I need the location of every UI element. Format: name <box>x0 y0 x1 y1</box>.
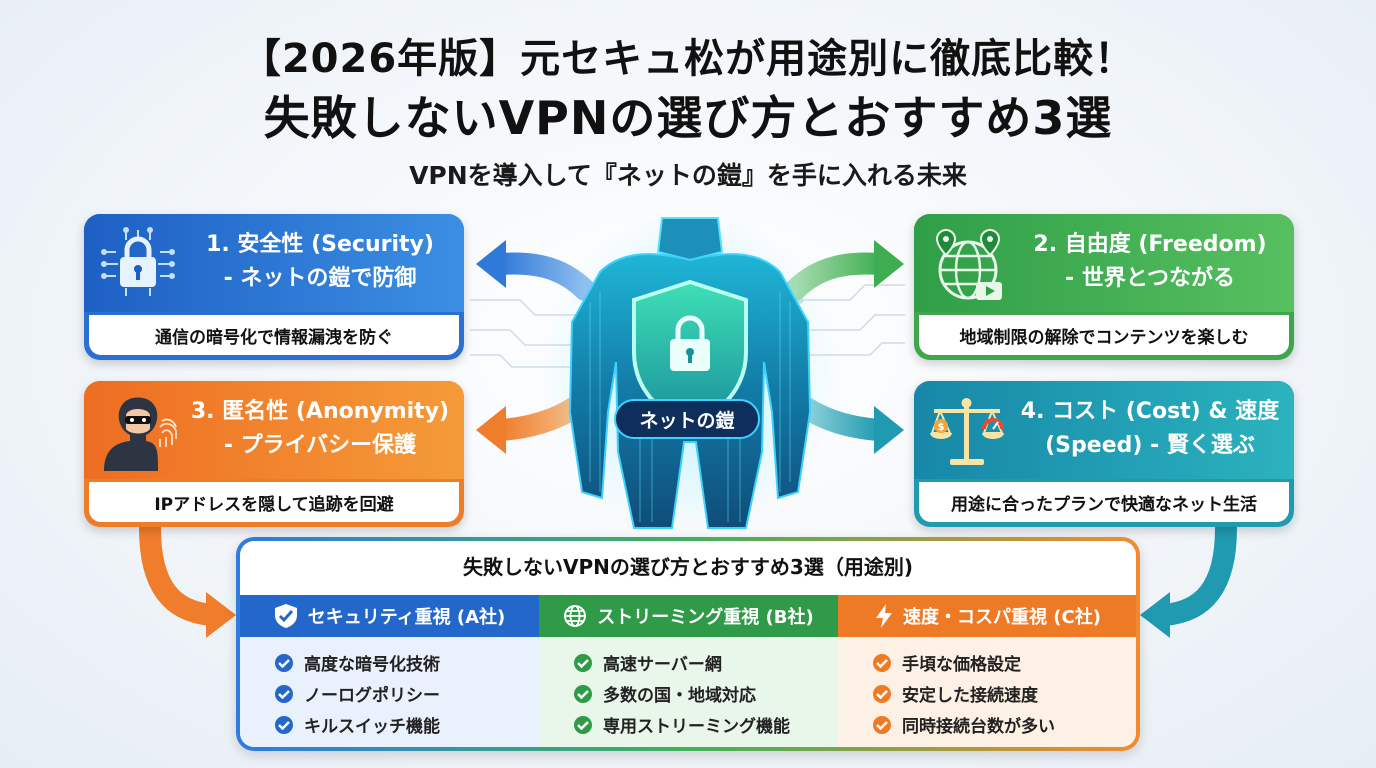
feature-text: 専用ストリーミング機能 <box>603 717 790 737</box>
hooded-hacker-icon <box>104 397 177 471</box>
check-circle-icon <box>275 715 293 734</box>
card-anonymity-subtitle: - プライバシー保護 <box>223 433 417 458</box>
card-freedom-header: 2. 自由度 (Freedom) - 世界とつながる <box>914 214 1294 312</box>
card-anonymity-header: 3. 匿名性 (Anonymity) - プライバシー保護 <box>84 381 464 479</box>
arrow-left-to-panel <box>139 517 223 626</box>
card-freedom-footer: 地域制限の解除でコンテンツを楽しむ <box>919 315 1289 355</box>
card-cost-subtitle: (Speed) - 賢く選ぶ <box>1045 433 1255 458</box>
arrow-right-to-panel <box>1153 517 1237 626</box>
feature-text: 手頃な価格設定 <box>902 655 1021 675</box>
comparison-panel: 失敗しないVPNの選び方とおすすめ3選（用途別) セキュリティ重視 (A社) 高… <box>236 537 1140 751</box>
feature-item: ノーログポリシー <box>274 678 539 709</box>
check-circle-icon <box>275 684 293 703</box>
feature-item: 多数の国・地域対応 <box>573 678 838 709</box>
column-b-header: ストリーミング重視 (B社) <box>539 595 838 637</box>
feature-item: 手頃な価格設定 <box>872 647 1136 678</box>
column-a-header: セキュリティ重視 (A社) <box>240 595 539 637</box>
card-security-subtitle: - ネットの鎧で防御 <box>223 266 417 291</box>
feature-text: 安定した接続速度 <box>902 686 1038 706</box>
lightning-icon <box>876 604 893 628</box>
comparison-title: 失敗しないVPNの選び方とおすすめ3選（用途別) <box>463 555 913 579</box>
feature-item: 同時接続台数が多い <box>872 709 1136 740</box>
column-c-header: 速度・コスパ重視 (C社) <box>838 595 1136 637</box>
feature-text: ノーログポリシー <box>304 686 440 706</box>
column-a-label: セキュリティ重視 (A社) <box>307 607 506 628</box>
feature-item: キルスイッチ機能 <box>274 709 539 740</box>
card-freedom-title: 2. 自由度 (Freedom) <box>1033 232 1267 257</box>
globe-map-pin-icon <box>935 228 1002 300</box>
check-circle-icon <box>574 715 592 734</box>
card-freedom: 2. 自由度 (Freedom) - 世界とつながる 地域制限の解除でコンテンツ… <box>914 214 1294 360</box>
padlock-circuit-icon <box>101 227 175 296</box>
check-circle-icon <box>275 653 293 672</box>
feature-item: 高度な暗号化技術 <box>274 647 539 678</box>
card-security-header: 1. 安全性 (Security) - ネットの鎧で防御 <box>84 214 464 312</box>
column-c-label: 速度・コスパ重視 (C社) <box>903 607 1101 628</box>
card-cost-title: 4. コスト (Cost) & 速度 <box>1020 399 1280 424</box>
check-circle-icon <box>574 684 592 703</box>
subtitle: VPNを導入して『ネットの鎧』を手に入れる未来 <box>409 161 967 190</box>
arrow-head-security <box>476 240 506 288</box>
check-circle-icon <box>574 653 592 672</box>
balance-scale-icon: $ <box>930 398 1004 465</box>
column-streaming-b: ストリーミング重視 (B社) 高速サーバー網 多数の国・地域対応 専用ストリーミ… <box>539 595 838 747</box>
card-anonymity: 3. 匿名性 (Anonymity) - プライバシー保護 IPアドレスを隠して… <box>84 381 464 527</box>
card-anonymity-footer: IPアドレスを隠して追跡を回避 <box>89 482 459 522</box>
arrow-head-right-panel <box>1140 592 1170 638</box>
column-speed-cost-c: 速度・コスパ重視 (C社) 手頃な価格設定 安定した接続速度 同時接続台数が多い <box>838 595 1136 747</box>
globe-icon <box>564 605 587 627</box>
card-anonymity-title: 3. 匿名性 (Anonymity) <box>190 399 450 424</box>
feature-text: 多数の国・地域対応 <box>603 686 756 706</box>
title-line-1: 【2026年版】元セキュ松が用途別に徹底比較！ <box>240 36 1136 82</box>
feature-item: 専用ストリーミング機能 <box>573 709 838 740</box>
check-circle-icon <box>873 653 891 672</box>
feature-item: 安定した接続速度 <box>872 678 1136 709</box>
card-cost-header: $ 4. コスト (Cost) & 速度 (Speed) - 賢く選ぶ <box>914 381 1294 479</box>
card-security-footer: 通信の暗号化で情報漏洩を防ぐ <box>89 315 459 355</box>
feature-text: キルスイッチ機能 <box>304 717 440 737</box>
feature-text: 高度な暗号化技術 <box>304 655 440 675</box>
card-cost-speed: $ 4. コスト (Cost) & 速度 (Speed) - 賢く選ぶ 用途に合… <box>914 381 1294 527</box>
check-circle-icon <box>873 684 891 703</box>
card-cost-footer: 用途に合ったプランで快適なネット生活 <box>919 482 1289 522</box>
feature-text: 高速サーバー網 <box>603 655 722 675</box>
feature-item: 高速サーバー網 <box>573 647 838 678</box>
shield-check-icon <box>274 604 297 628</box>
digital-armor-figure <box>540 212 840 532</box>
armor-label: ネットの鎧 <box>614 399 760 439</box>
check-circle-icon <box>873 715 891 734</box>
card-freedom-subtitle: - 世界とつながる <box>1065 266 1235 291</box>
arrow-head-anonymity <box>476 406 506 454</box>
arrow-head-cost <box>874 406 904 454</box>
card-security-title: 1. 安全性 (Security) <box>206 232 434 257</box>
arrow-head-left-panel <box>206 592 236 638</box>
feature-text: 同時接続台数が多い <box>902 717 1055 737</box>
column-security-a: セキュリティ重視 (A社) 高度な暗号化技術 ノーログポリシー キルスイッチ機能 <box>240 595 539 747</box>
column-b-label: ストリーミング重視 (B社) <box>597 607 814 628</box>
title-line-2: 失敗しないVPNの選び方とおすすめ3選 <box>263 91 1113 145</box>
card-security: 1. 安全性 (Security) - ネットの鎧で防御 通信の暗号化で情報漏洩… <box>84 214 464 360</box>
arrow-head-freedom <box>874 240 904 288</box>
svg-text:$: $ <box>938 422 945 433</box>
